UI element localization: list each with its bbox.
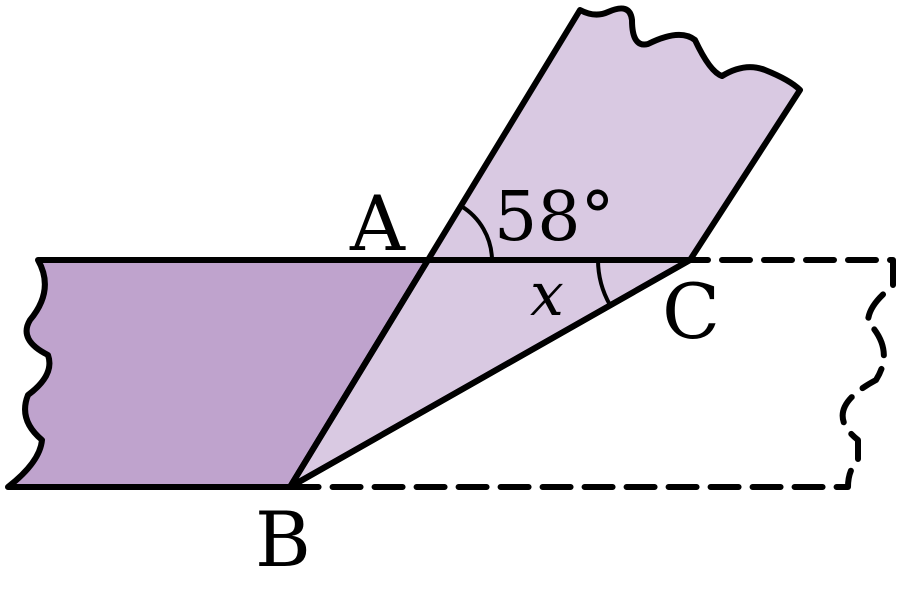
fold-line-ab — [287, 257, 431, 490]
angle-58-label: 58° — [494, 178, 615, 257]
angle-x-arc — [596, 259, 612, 306]
point-c-label: C — [662, 267, 720, 356]
point-b-label: B — [255, 495, 311, 584]
point-a-label: A — [349, 179, 406, 268]
original-strip-outline — [287, 257, 896, 490]
angle-x-label: x — [530, 260, 564, 330]
angle-58-arc — [459, 204, 494, 261]
tape-folded-strip — [425, 5, 803, 263]
crease-line-bc — [287, 257, 693, 490]
